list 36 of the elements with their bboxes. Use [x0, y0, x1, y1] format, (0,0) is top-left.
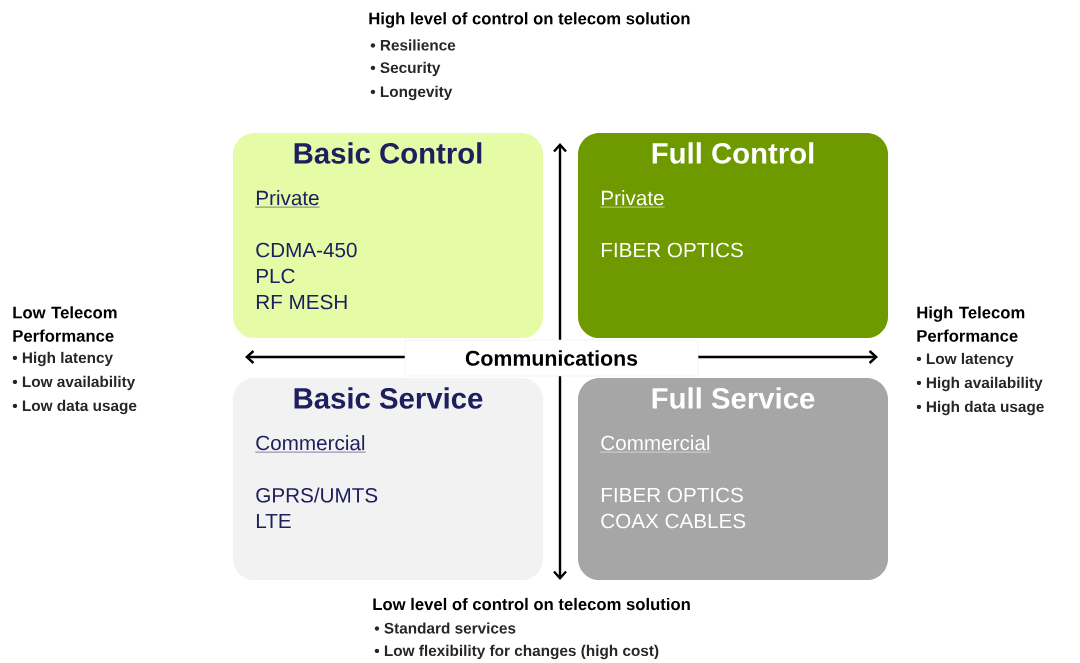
bullet-item: • Security [370, 61, 441, 77]
category-label: Commercial [600, 435, 711, 453]
bullet-item: • High availability [916, 376, 1043, 392]
quadrant-box [578, 378, 888, 580]
bullet-item: • Low latency [916, 352, 1014, 368]
axis-heading: High level of control on telecom solution [369, 12, 690, 28]
quadrant-box [233, 132, 543, 339]
quadrant-title: Full Service [652, 387, 815, 409]
technology-item: FIBER OPTICS [601, 242, 743, 258]
quadrant-box [578, 132, 888, 339]
category-label: Private [600, 190, 665, 208]
bullet-item: • Low data usage [12, 399, 137, 415]
technology-item: CDMA-450 [256, 242, 357, 258]
technology-item: FIBER OPTICS [601, 487, 743, 503]
axis-title-box: Communications [404, 339, 699, 377]
bullet-item: • Low flexibility for changes (high cost) [374, 644, 659, 660]
axis-heading: Low level of control on telecom solution [373, 597, 690, 611]
quadrant-box [233, 378, 543, 580]
quadrant-title: Full Control [652, 142, 814, 164]
bullet-item: • Resilience [370, 39, 456, 51]
bullet-item: • Standard services [374, 622, 516, 634]
bullet-item: • Low availability [12, 375, 136, 391]
technology-item: GPRS/UMTS [256, 487, 378, 503]
axis-heading: Low Telecom Performance [13, 306, 117, 342]
axis-heading: High Telecom Performance [917, 306, 1025, 342]
bullet-item: • High latency [12, 351, 113, 367]
technology-item: PLC [256, 268, 295, 284]
quadrant-title: Basic Control [294, 142, 482, 164]
category-label: Commercial [255, 435, 366, 453]
bullet-item: • Longevity [370, 85, 453, 101]
technology-item: COAX CABLES [601, 513, 746, 529]
quadrant-title: Basic Service [294, 387, 483, 409]
category-label: Private [255, 190, 320, 208]
bullet-item: • High data usage [916, 400, 1044, 416]
technology-item: RF MESH [256, 294, 347, 310]
technology-item: LTE [256, 513, 291, 529]
